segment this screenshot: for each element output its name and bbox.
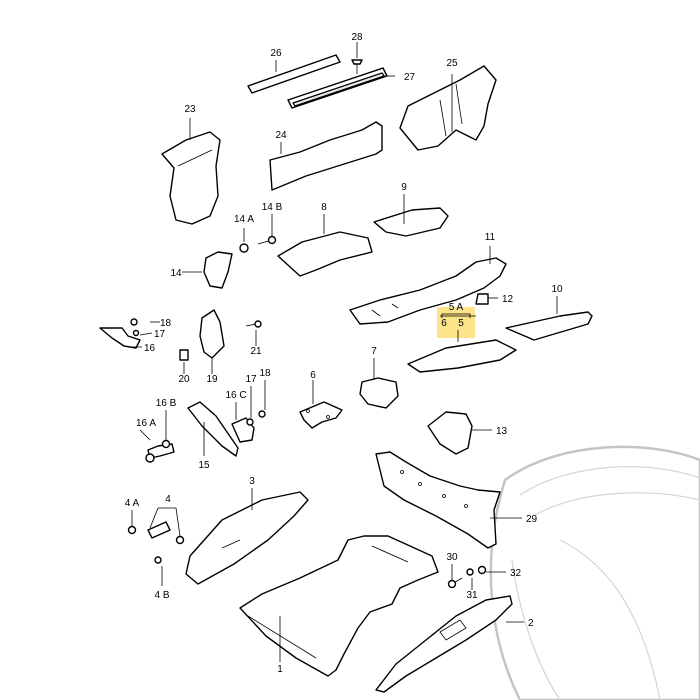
callout-16c: 16 C	[225, 390, 246, 401]
callout-24: 24	[275, 130, 287, 141]
callout-14a: 14 A	[234, 214, 254, 225]
part-6-bracket	[299, 401, 343, 429]
callout-17-right: 17	[245, 374, 257, 385]
part-18-bracket	[99, 318, 141, 349]
callout-17-left: 17	[154, 329, 166, 340]
part-16a-bolt	[145, 443, 175, 463]
part-8-mat	[277, 231, 373, 277]
part-28-screw	[351, 59, 363, 74]
part-26-sill-strip	[247, 54, 341, 94]
callout-31: 31	[466, 590, 478, 601]
part-31-washer	[466, 568, 474, 576]
callout-25: 25	[446, 58, 458, 69]
part-23-side-trim	[161, 131, 221, 225]
callout-16a: 16 A	[136, 418, 156, 429]
callout-29: 29	[526, 514, 538, 525]
callout-14b: 14 B	[262, 202, 283, 213]
part-25-trim-panel	[399, 65, 497, 151]
callout-6: 6	[441, 318, 447, 329]
callout-32: 32	[510, 568, 522, 579]
part-20-clip	[179, 349, 189, 361]
part-32-nut	[477, 565, 487, 575]
part-15-bracket	[187, 401, 239, 457]
callout-3: 3	[249, 476, 255, 487]
part-16b-washer	[161, 439, 171, 449]
callout-23: 23	[184, 104, 196, 115]
callout-18-left: 18	[160, 318, 172, 329]
callout-2: 2	[528, 618, 534, 629]
part-10-mat	[505, 311, 593, 341]
callout-20: 20	[178, 374, 190, 385]
callout-16b: 16 B	[156, 398, 177, 409]
part-24-panel	[269, 121, 383, 191]
leader-lines	[128, 42, 558, 662]
part-14a-grommet	[239, 243, 249, 253]
watermark-crest	[489, 445, 700, 700]
callout-26: 26	[270, 48, 282, 59]
callout-labels: 26 28 27 25 23 24 8 9 11 12 10 5 A 6 5 7…	[125, 32, 563, 675]
callout-9: 9	[401, 182, 407, 193]
callout-14: 14	[170, 268, 182, 279]
callout-15: 15	[198, 460, 210, 471]
part-7-pad	[359, 377, 399, 409]
callout-21: 21	[250, 346, 262, 357]
callout-1: 1	[277, 664, 283, 675]
callout-6-bracket: 6	[310, 370, 316, 381]
callout-10: 10	[551, 284, 563, 295]
part-11-tunnel-cover	[349, 257, 507, 325]
callout-13: 13	[496, 426, 508, 437]
part-3-kick-panel	[185, 491, 309, 585]
part-29-side-panel	[375, 451, 501, 549]
part-4-hinge	[127, 521, 185, 564]
callout-28: 28	[351, 32, 363, 43]
highlight-box	[437, 307, 475, 338]
part-9-mat	[373, 207, 449, 237]
callout-30: 30	[446, 552, 458, 563]
callout-5a: 5 A	[449, 302, 464, 313]
callout-8: 8	[321, 202, 327, 213]
callout-27: 27	[404, 72, 416, 83]
part-21-screw	[245, 320, 262, 328]
part-30-screw	[447, 577, 463, 589]
callout-19: 19	[206, 374, 218, 385]
part-14-clip-panel	[203, 251, 233, 289]
part-2-sill-panel	[375, 595, 513, 693]
callout-4b: 4 B	[154, 590, 169, 601]
part-14b-screw	[257, 235, 277, 245]
part-12-clip	[475, 293, 489, 305]
part-1-floor-carpet	[239, 535, 439, 677]
part-17-nut	[246, 418, 254, 426]
callout-18-right: 18	[259, 368, 271, 379]
part-19-trim-piece	[199, 309, 225, 359]
part-18-nut	[258, 410, 266, 418]
callout-7: 7	[371, 346, 377, 357]
callout-4a: 4 A	[125, 498, 140, 509]
callout-4: 4	[165, 494, 171, 505]
part-13-pad	[427, 411, 473, 455]
callout-5: 5	[458, 318, 464, 329]
callout-12: 12	[502, 294, 514, 305]
callout-16: 16	[144, 343, 156, 354]
part-5-mat	[407, 339, 517, 373]
callout-11: 11	[485, 232, 496, 243]
